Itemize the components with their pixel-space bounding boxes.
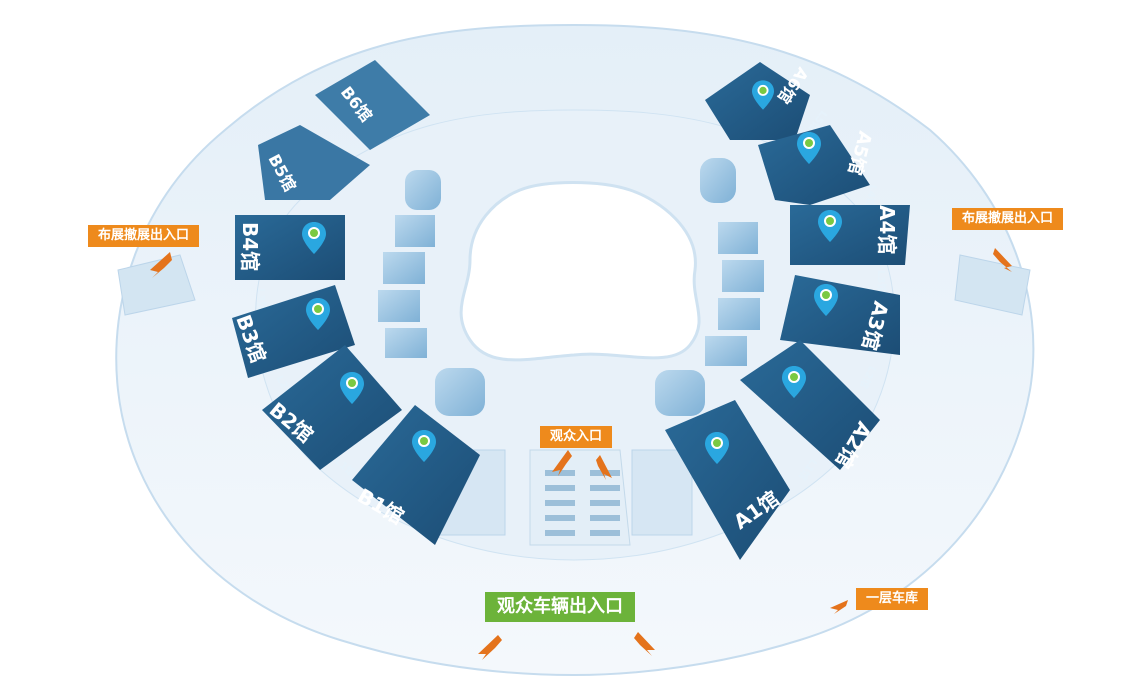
hall-a3[interactable]: A3馆 — [780, 275, 900, 355]
visitor-entrance-stairs — [529, 449, 631, 546]
a1-annex — [631, 449, 693, 536]
hall-b5[interactable]: B5馆 — [258, 125, 370, 200]
central-courtyard — [459, 181, 701, 362]
arrow-icon — [478, 635, 502, 660]
left-glass-corridor — [378, 170, 485, 416]
visitor-entrance[interactable]: 观众入口 — [540, 426, 613, 448]
corridor-l3-right: L3馆 — [875, 270, 888, 293]
hall-a4-label: A4馆 — [875, 205, 899, 254]
entrance-arrows — [150, 248, 1012, 660]
hall-b4-label: B4馆 — [238, 222, 262, 271]
arrow-icon — [552, 450, 572, 476]
hall-a1[interactable]: A1馆 — [665, 400, 790, 560]
arrow-icon — [993, 248, 1012, 272]
arrow-icon — [830, 600, 848, 614]
arrow-icon — [634, 632, 655, 656]
corridor-l3-left: L3馆 — [255, 288, 268, 311]
hall-b6[interactable]: B6馆 — [315, 60, 430, 150]
service-entrance-right[interactable]: 布展撤展出入口 — [952, 208, 1064, 230]
corridor-l4: L4馆 — [863, 183, 880, 208]
arrow-icon — [150, 252, 172, 278]
right-glass-corridor — [655, 158, 764, 416]
hall-a4[interactable]: A4馆 — [790, 205, 910, 265]
arrow-icon — [596, 455, 612, 480]
hall-a6[interactable]: A6馆 — [705, 62, 812, 140]
hall-b4[interactable]: B4馆 — [235, 215, 345, 280]
garage-label[interactable]: 一层车库 — [856, 588, 929, 610]
hall-b2[interactable]: B2馆 — [262, 345, 402, 470]
service-entrance-left[interactable]: 布展撤展出入口 — [88, 225, 200, 247]
vehicle-entrance[interactable]: 观众车辆出入口 — [485, 592, 635, 622]
